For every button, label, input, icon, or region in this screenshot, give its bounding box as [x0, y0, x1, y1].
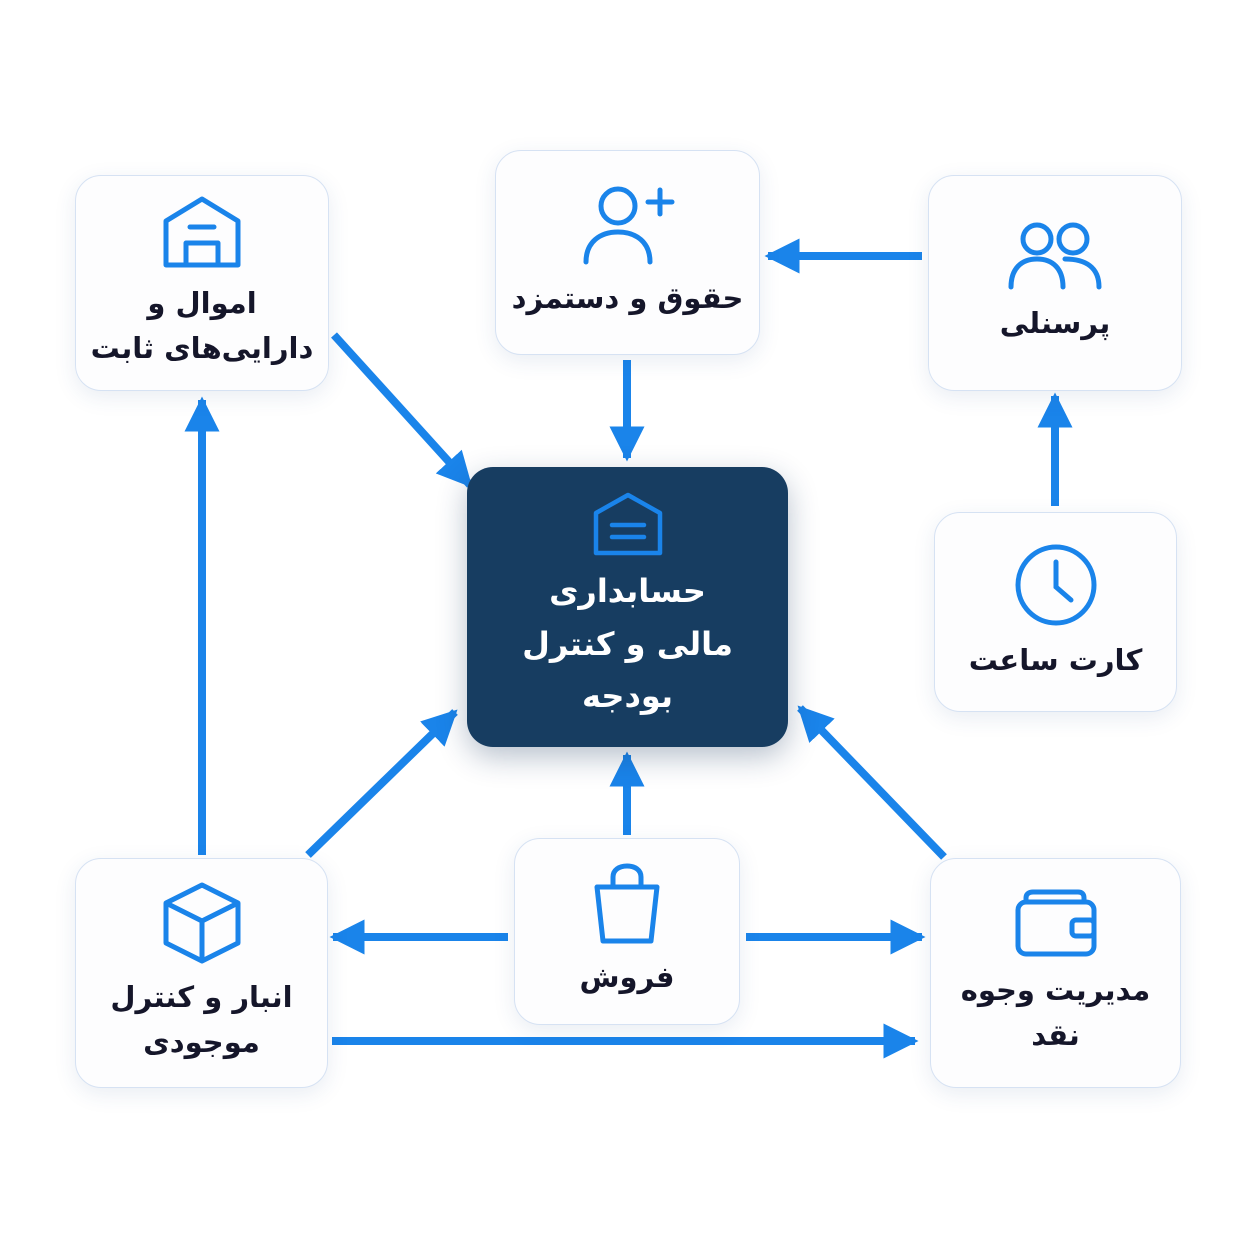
box-icon — [163, 882, 240, 964]
shopping-bag-icon — [594, 863, 660, 944]
node-payroll[interactable]: حقوق و دستمزد — [495, 150, 760, 355]
label-line: مالی و کنترل — [522, 624, 733, 663]
node-time-card[interactable]: کارت ساعت — [934, 512, 1177, 712]
node-inventory-label: انبار و کنترل موجودی — [110, 975, 292, 1065]
node-time-card-label: کارت ساعت — [969, 638, 1143, 683]
arrow-cash-to-center — [797, 705, 947, 860]
label-line: موجودی — [143, 1025, 260, 1059]
label-line: اموال و — [147, 286, 257, 321]
clock-icon — [1015, 544, 1096, 626]
users-icon — [1008, 222, 1102, 290]
label-line: مدیریت وجوه — [960, 973, 1151, 1008]
node-cash-management[interactable]: مدیریت وجوه نقد — [930, 858, 1181, 1088]
label-line: نقد — [1031, 1018, 1080, 1052]
warehouse-icon — [163, 196, 241, 268]
label-line: انبار و کنترل — [110, 980, 293, 1015]
node-sales-label: فروش — [579, 955, 674, 1000]
node-fixed-assets-label: اموال و دارایی‌های ثابت — [91, 281, 314, 371]
node-personnel-label: پرسنلی — [1000, 301, 1110, 346]
label-line: حقوق و دستمزد — [511, 281, 744, 316]
label-line: دارایی‌های ثابت — [90, 331, 314, 365]
node-inventory[interactable]: انبار و کنترل موجودی — [75, 858, 328, 1088]
label-line: پرسنلی — [999, 305, 1111, 340]
node-payroll-label: حقوق و دستمزد — [512, 276, 744, 321]
label-line: کارت ساعت — [968, 642, 1143, 677]
node-financial-accounting-label: حسابداری مالی و کنترل بودجه — [522, 565, 733, 723]
wallet-icon — [1015, 889, 1096, 957]
arrow-inventory-to-center — [305, 709, 458, 858]
node-financial-accounting[interactable]: حسابداری مالی و کنترل بودجه — [467, 467, 788, 747]
label-line: بودجه — [582, 677, 673, 716]
user-plus-icon — [583, 186, 674, 265]
warehouse-icon — [593, 492, 662, 556]
arrow-assets-to-center — [331, 332, 473, 488]
node-fixed-assets[interactable]: اموال و دارایی‌های ثابت — [75, 175, 329, 391]
node-sales[interactable]: فروش — [514, 838, 740, 1025]
label-line: حسابداری — [549, 571, 706, 610]
node-cash-management-label: مدیریت وجوه نقد — [961, 968, 1151, 1058]
label-line: فروش — [579, 960, 675, 995]
node-personnel[interactable]: پرسنلی — [928, 175, 1182, 391]
